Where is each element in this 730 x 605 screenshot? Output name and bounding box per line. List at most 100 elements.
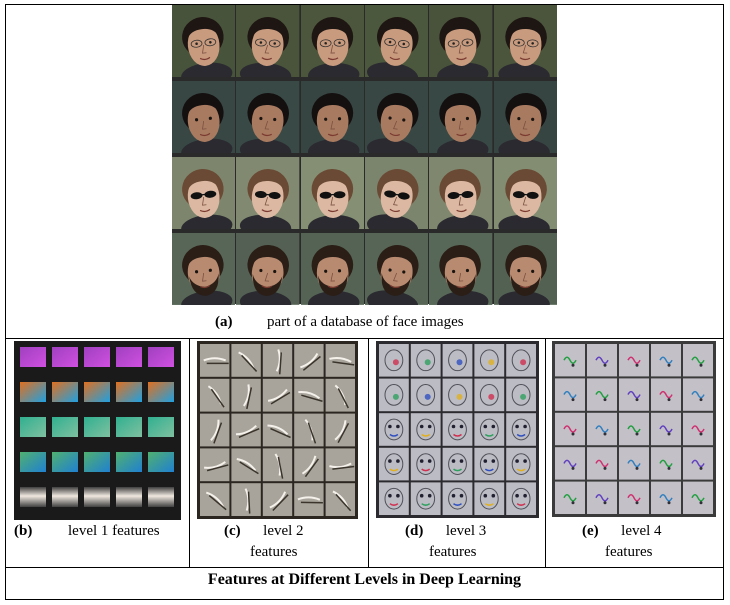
feature-tile	[442, 482, 473, 515]
feature-tile	[148, 382, 174, 402]
figure-title: Features at Different Levels in Deep Lea…	[207, 571, 522, 588]
caption-e: (e) level 4	[582, 523, 662, 540]
feature-tile	[52, 347, 78, 367]
feature-tile	[84, 347, 110, 367]
caption-e-line2: features	[605, 544, 653, 560]
face-image	[493, 81, 557, 153]
divider	[368, 338, 369, 567]
feature-tile	[20, 452, 46, 472]
feature-tile	[410, 447, 441, 481]
feature-tile	[474, 447, 505, 481]
face-image	[364, 233, 429, 305]
face-image	[300, 81, 364, 153]
face-image-grid	[172, 5, 557, 305]
face-image	[493, 5, 557, 77]
face-image	[493, 233, 557, 305]
feature-tile	[506, 447, 536, 481]
feature-tile	[410, 482, 441, 515]
face-image	[300, 233, 364, 305]
feature-tile	[116, 487, 142, 507]
feature-tile	[379, 447, 409, 481]
feature-tile	[116, 382, 142, 402]
feature-tile	[148, 417, 174, 437]
feature-tile	[262, 413, 293, 447]
feature-tile	[474, 413, 505, 446]
feature-tile	[294, 448, 324, 482]
feature-tile	[20, 417, 46, 437]
feature-tile	[52, 382, 78, 402]
face-image	[172, 5, 236, 77]
feature-tile	[20, 382, 46, 402]
feature-tile	[474, 482, 505, 515]
feature-tile	[506, 482, 536, 515]
feature-tile	[20, 487, 46, 507]
feature-tile	[262, 448, 293, 482]
feature-tile	[379, 482, 409, 515]
feature-tile	[325, 378, 355, 412]
feature-tile	[148, 487, 174, 507]
feature-tile	[325, 344, 355, 377]
feature-tile	[116, 452, 142, 472]
caption-d-label: (d)	[405, 523, 424, 539]
feature-tile	[294, 413, 324, 447]
face-image	[429, 5, 493, 77]
feature-tile	[262, 344, 293, 377]
face-image	[300, 5, 364, 77]
face-row	[172, 81, 557, 153]
feature-tile	[379, 413, 409, 446]
caption-c-label: (c)	[224, 523, 241, 539]
divider	[189, 338, 190, 567]
face-image	[493, 157, 557, 229]
caption-c-line2: features	[250, 544, 298, 560]
feature-tile	[294, 344, 324, 377]
feature-tile	[116, 417, 142, 437]
feature-tile	[262, 483, 293, 516]
caption-e-text: level 4	[621, 523, 662, 539]
caption-c: (c) level 2	[224, 523, 304, 540]
face-image	[236, 233, 300, 305]
caption-b: (b)level 1 features	[14, 523, 160, 540]
feature-tile	[84, 417, 110, 437]
face-row	[172, 157, 557, 229]
feature-tile	[20, 347, 46, 367]
feature-tile	[52, 487, 78, 507]
feature-tile	[410, 413, 441, 446]
feature-tile	[84, 487, 110, 507]
feature-tile	[294, 378, 324, 412]
caption-b-text: level 1 features	[68, 523, 160, 539]
feature-tile	[84, 382, 110, 402]
caption-a-text: part of a database of face images	[267, 314, 464, 330]
feature-tile	[231, 448, 261, 482]
feature-tile	[442, 447, 473, 481]
figure-frame	[5, 4, 724, 600]
caption-d: (d) level 3	[405, 523, 486, 540]
feature-tile	[262, 378, 293, 412]
face-image	[364, 5, 429, 77]
feature-tile	[325, 413, 355, 447]
caption-a: (a) part of a database of face images	[215, 314, 464, 331]
level1-feature-grid	[14, 341, 181, 520]
feature-tile	[506, 413, 536, 446]
face-image	[236, 5, 300, 77]
caption-e-label: (e)	[582, 523, 599, 539]
face-image	[172, 233, 236, 305]
caption-d-text: level 3	[445, 523, 487, 539]
face-image	[172, 157, 236, 229]
face-image	[364, 81, 429, 153]
feature-tile	[116, 347, 142, 367]
face-image	[300, 157, 364, 229]
feature-tile	[84, 452, 110, 472]
feature-tile	[148, 347, 174, 367]
caption-a-label: (a)	[215, 314, 233, 330]
level2-feature-grid	[197, 341, 358, 519]
level3-feature-grid	[376, 341, 539, 518]
feature-tile	[148, 452, 174, 472]
caption-d-line2: features	[429, 544, 477, 560]
face-image	[236, 157, 300, 229]
feature-tile	[231, 378, 261, 412]
divider	[5, 338, 724, 339]
face-image	[429, 81, 493, 153]
feature-tile	[52, 452, 78, 472]
feature-tile	[52, 417, 78, 437]
face-row	[172, 233, 557, 305]
